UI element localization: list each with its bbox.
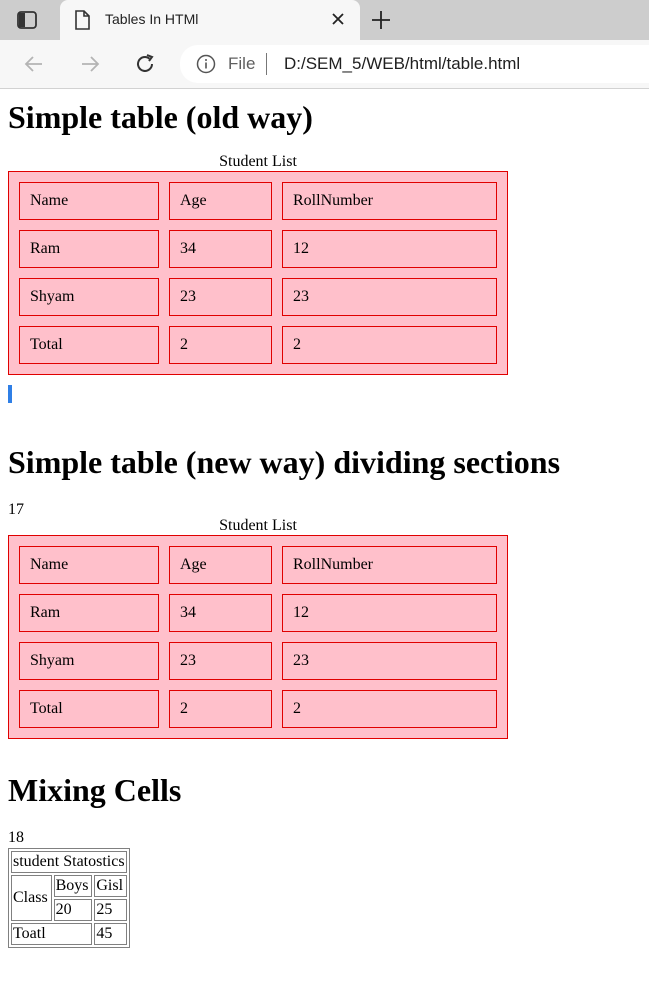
total-value-cell: 45 xyxy=(94,923,127,945)
table-cell: RollNumber xyxy=(282,546,497,584)
address-bar[interactable]: File D:/SEM_5/WEB/html/table.html xyxy=(180,45,649,83)
table-row: Name Age RollNumber xyxy=(19,546,497,584)
boys-value-cell: 20 xyxy=(53,899,93,921)
table-cell: Name xyxy=(19,182,159,220)
address-file-label: File xyxy=(228,54,256,73)
table-row: student Statostics xyxy=(11,851,127,873)
address-url[interactable]: D:/SEM_5/WEB/html/table.html xyxy=(284,54,521,73)
table-cell: Ram xyxy=(19,594,159,632)
table-cell: Ram xyxy=(19,230,159,268)
table-row: Shyam 23 23 xyxy=(19,278,497,316)
girls-value-cell: 25 xyxy=(94,899,127,921)
page-icon xyxy=(75,10,90,30)
table-row: Shyam 23 23 xyxy=(19,642,497,680)
table-cell: Age xyxy=(169,546,272,584)
student-list-table-old: Student List Name Age RollNumber Ram 34 … xyxy=(8,153,508,375)
table-cell: 12 xyxy=(282,230,497,268)
number-text: 17 xyxy=(8,501,24,518)
table-cell: Name xyxy=(19,546,159,584)
table-row: Toatl 45 xyxy=(11,923,127,945)
close-icon[interactable] xyxy=(330,11,346,27)
table-row: Total 2 2 xyxy=(19,690,497,728)
table-cell: Shyam xyxy=(19,642,159,680)
back-arrow-icon[interactable] xyxy=(22,52,46,76)
tab-active[interactable]: Tables In HTMl xyxy=(60,0,360,40)
total-label-cell: Toatl xyxy=(11,923,93,945)
table-row: Ram 34 12 xyxy=(19,594,497,632)
table-caption: Student List xyxy=(219,517,297,534)
table-cell: Total xyxy=(19,326,159,364)
table-row: Total 2 2 xyxy=(19,326,497,364)
page-content: Simple table (old way) Student List Name… xyxy=(0,89,649,983)
student-statistics-table: student Statostics Class Boys Gisl 20 25… xyxy=(8,848,130,948)
table-cell: 2 xyxy=(282,690,497,728)
table-cell: 34 xyxy=(169,230,272,268)
browser-toolbar: File D:/SEM_5/WEB/html/table.html xyxy=(0,40,649,89)
sidebar-icon xyxy=(17,11,37,29)
table-cell: 2 xyxy=(282,326,497,364)
table-cell: 12 xyxy=(282,594,497,632)
table-cell: 23 xyxy=(169,642,272,680)
plus-icon[interactable] xyxy=(370,9,392,31)
table-row: Name Age RollNumber xyxy=(19,182,497,220)
table-cell: RollNumber xyxy=(282,182,497,220)
class-cell: Class xyxy=(11,875,52,921)
number-text: 18 xyxy=(8,829,24,846)
table-row: 20 25 xyxy=(11,899,127,921)
table-cell: 23 xyxy=(169,278,272,316)
forward-arrow-icon[interactable] xyxy=(78,52,102,76)
girls-header-cell: Gisl xyxy=(94,875,127,897)
table-cell: Shyam xyxy=(19,278,159,316)
table-cell: 2 xyxy=(169,326,272,364)
table-cell: 2 xyxy=(169,690,272,728)
table-title-cell: student Statostics xyxy=(11,851,127,873)
table-cell: 23 xyxy=(282,278,497,316)
reload-icon[interactable] xyxy=(133,52,157,76)
tab-title: Tables In HTMl xyxy=(105,11,199,27)
boys-header-cell: Boys xyxy=(53,875,93,897)
address-separator xyxy=(266,53,267,75)
table-caption: Student List xyxy=(219,153,297,170)
sidebar-toggle-button[interactable] xyxy=(16,10,38,30)
table-cell: 34 xyxy=(169,594,272,632)
info-icon[interactable] xyxy=(196,54,216,74)
table-cell: 23 xyxy=(282,642,497,680)
heading-simple-table-old: Simple table (old way) xyxy=(8,99,313,135)
table-cell: Age xyxy=(169,182,272,220)
tab-strip: Tables In HTMl xyxy=(0,0,649,40)
table-row: Class Boys Gisl xyxy=(11,875,127,921)
student-list-table-new: Student List Name Age RollNumber Ram 34 … xyxy=(8,517,508,739)
table-row: Ram 34 12 xyxy=(19,230,497,268)
table-cell: Total xyxy=(19,690,159,728)
heading-simple-table-new: Simple table (new way) dividing sections xyxy=(8,444,561,480)
heading-mixing-cells: Mixing Cells xyxy=(8,772,182,808)
text-caret xyxy=(8,385,12,403)
